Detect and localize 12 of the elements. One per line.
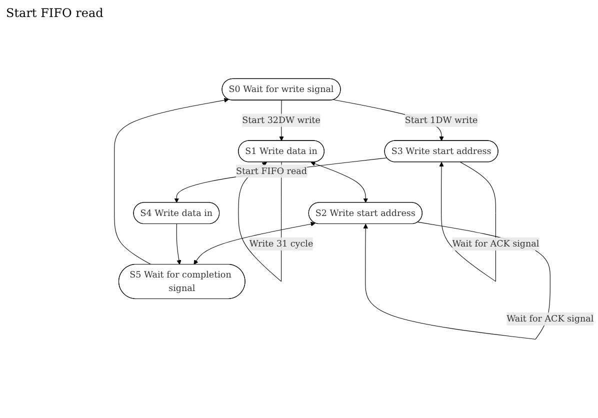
arrow <box>194 222 316 265</box>
edge-label: Start FIFO read <box>236 166 307 176</box>
arrow <box>310 161 368 203</box>
arrow <box>174 158 388 203</box>
arrow <box>114 98 229 265</box>
note-label: Start FIFO read <box>6 6 104 20</box>
arrow <box>176 224 182 265</box>
edge-label: Wait for ACK signal <box>506 313 594 324</box>
edge-label: Wait for ACK signal <box>452 238 540 249</box>
edge-label: Start 1DW write <box>404 114 478 126</box>
edge-label: Write 31 cycle <box>249 238 314 249</box>
edge-label: Start 32DW write <box>242 114 320 126</box>
